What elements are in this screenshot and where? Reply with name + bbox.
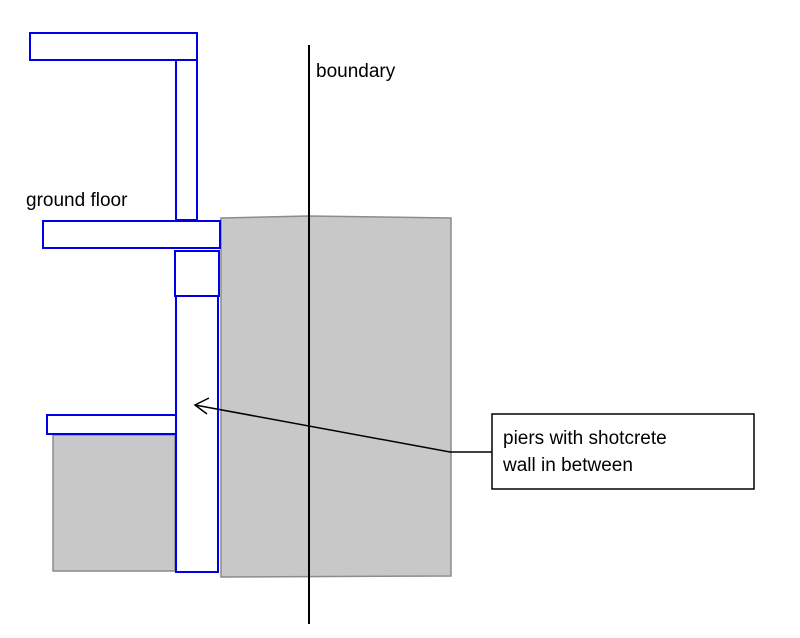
pier-shotcrete-wall: [175, 295, 219, 573]
ground-floor-slab: [42, 220, 221, 249]
boundary-label: boundary: [316, 61, 396, 82]
pier-cap: [174, 250, 220, 297]
ground-floor-label: ground floor: [26, 190, 128, 211]
callout-leader-line: [194, 404, 492, 453]
retained-soil-mass: [220, 215, 452, 578]
callout-arrowhead: [193, 397, 210, 415]
callout-text-line1: piers with shotcrete: [503, 428, 667, 449]
upper-wall: [175, 59, 198, 221]
lower-slab: [46, 414, 177, 435]
upper-floor-slab: [29, 32, 198, 61]
callout-box: [491, 413, 755, 490]
lower-soil-mass: [52, 434, 176, 572]
callout-text-line2: wall in between: [502, 455, 633, 476]
